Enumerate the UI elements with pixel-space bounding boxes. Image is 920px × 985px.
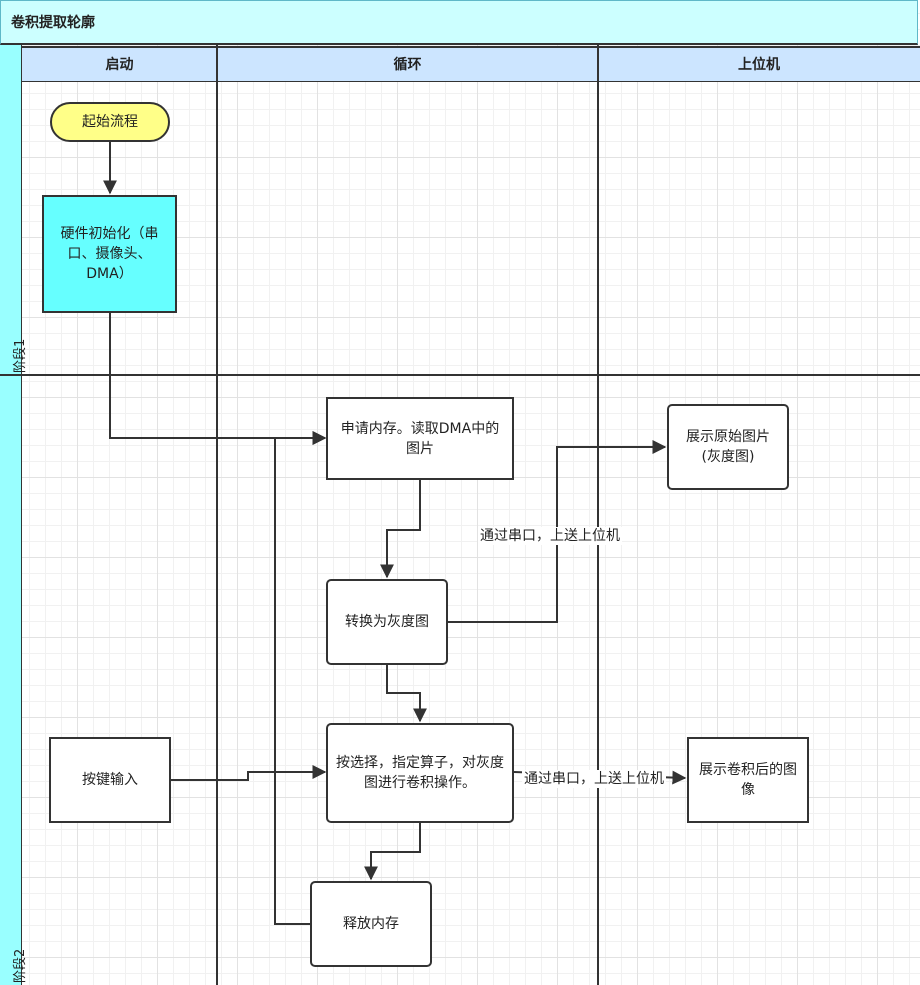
edge-init-to-alloc bbox=[109, 312, 327, 445]
node-key-input[interactable]: 按键输入 bbox=[49, 737, 171, 823]
edge-gray-to-conv bbox=[386, 664, 427, 723]
phase-strip-1: 阶段1 bbox=[0, 45, 28, 375]
lane-header-loop: 循环 bbox=[217, 47, 598, 82]
node-alloc-memory-label: 申请内存。读取DMA中的图片 bbox=[340, 420, 500, 457]
edge-alloc-to-gray bbox=[380, 479, 421, 579]
node-show-gray-label: 展示原始图片(灰度图) bbox=[686, 429, 770, 465]
node-alloc-memory[interactable]: 申请内存。读取DMA中的图片 bbox=[326, 397, 514, 480]
node-to-grayscale-label: 转换为灰度图 bbox=[345, 614, 429, 630]
node-show-gray[interactable]: 展示原始图片(灰度图) bbox=[667, 404, 789, 490]
node-start[interactable]: 起始流程 bbox=[50, 102, 170, 142]
node-convolution[interactable]: 按选择，指定算子，对灰度图进行卷积操作。 bbox=[326, 723, 514, 823]
node-show-conv[interactable]: 展示卷积后的图像 bbox=[687, 737, 809, 823]
node-key-input-label: 按键输入 bbox=[82, 772, 138, 788]
edge-label-send-gray: 通过串口，上送上位机 bbox=[478, 527, 622, 545]
node-free-memory-label: 释放内存 bbox=[343, 916, 399, 932]
node-convolution-label: 按选择，指定算子，对灰度图进行卷积操作。 bbox=[336, 755, 504, 791]
node-hardware-init-label: 硬件初始化（串口、摄像头、DMA） bbox=[60, 226, 159, 282]
lane-header-start: 启动 bbox=[22, 47, 217, 82]
lane-header-host: 上位机 bbox=[598, 47, 920, 82]
lane-divider-start bbox=[216, 45, 218, 985]
node-to-grayscale[interactable]: 转换为灰度图 bbox=[326, 579, 448, 665]
lane-divider-loop bbox=[597, 45, 599, 985]
edge-free-loopback bbox=[274, 431, 327, 925]
edge-conv-to-free bbox=[364, 822, 421, 881]
node-start-label: 起始流程 bbox=[82, 114, 138, 130]
diagram-title: 卷积提取轮廓 bbox=[0, 0, 918, 45]
header-divider bbox=[22, 46, 920, 48]
edge-key-to-conv bbox=[170, 765, 327, 781]
node-show-conv-label: 展示卷积后的图像 bbox=[699, 762, 797, 798]
phase-strip-2: 阶段2 bbox=[0, 375, 28, 985]
node-free-memory[interactable]: 释放内存 bbox=[310, 881, 432, 967]
phase-divider bbox=[0, 374, 920, 376]
edge-label-send-conv: 通过串口，上送上位机 bbox=[522, 770, 666, 788]
node-hardware-init[interactable]: 硬件初始化（串口、摄像头、DMA） bbox=[42, 195, 177, 313]
